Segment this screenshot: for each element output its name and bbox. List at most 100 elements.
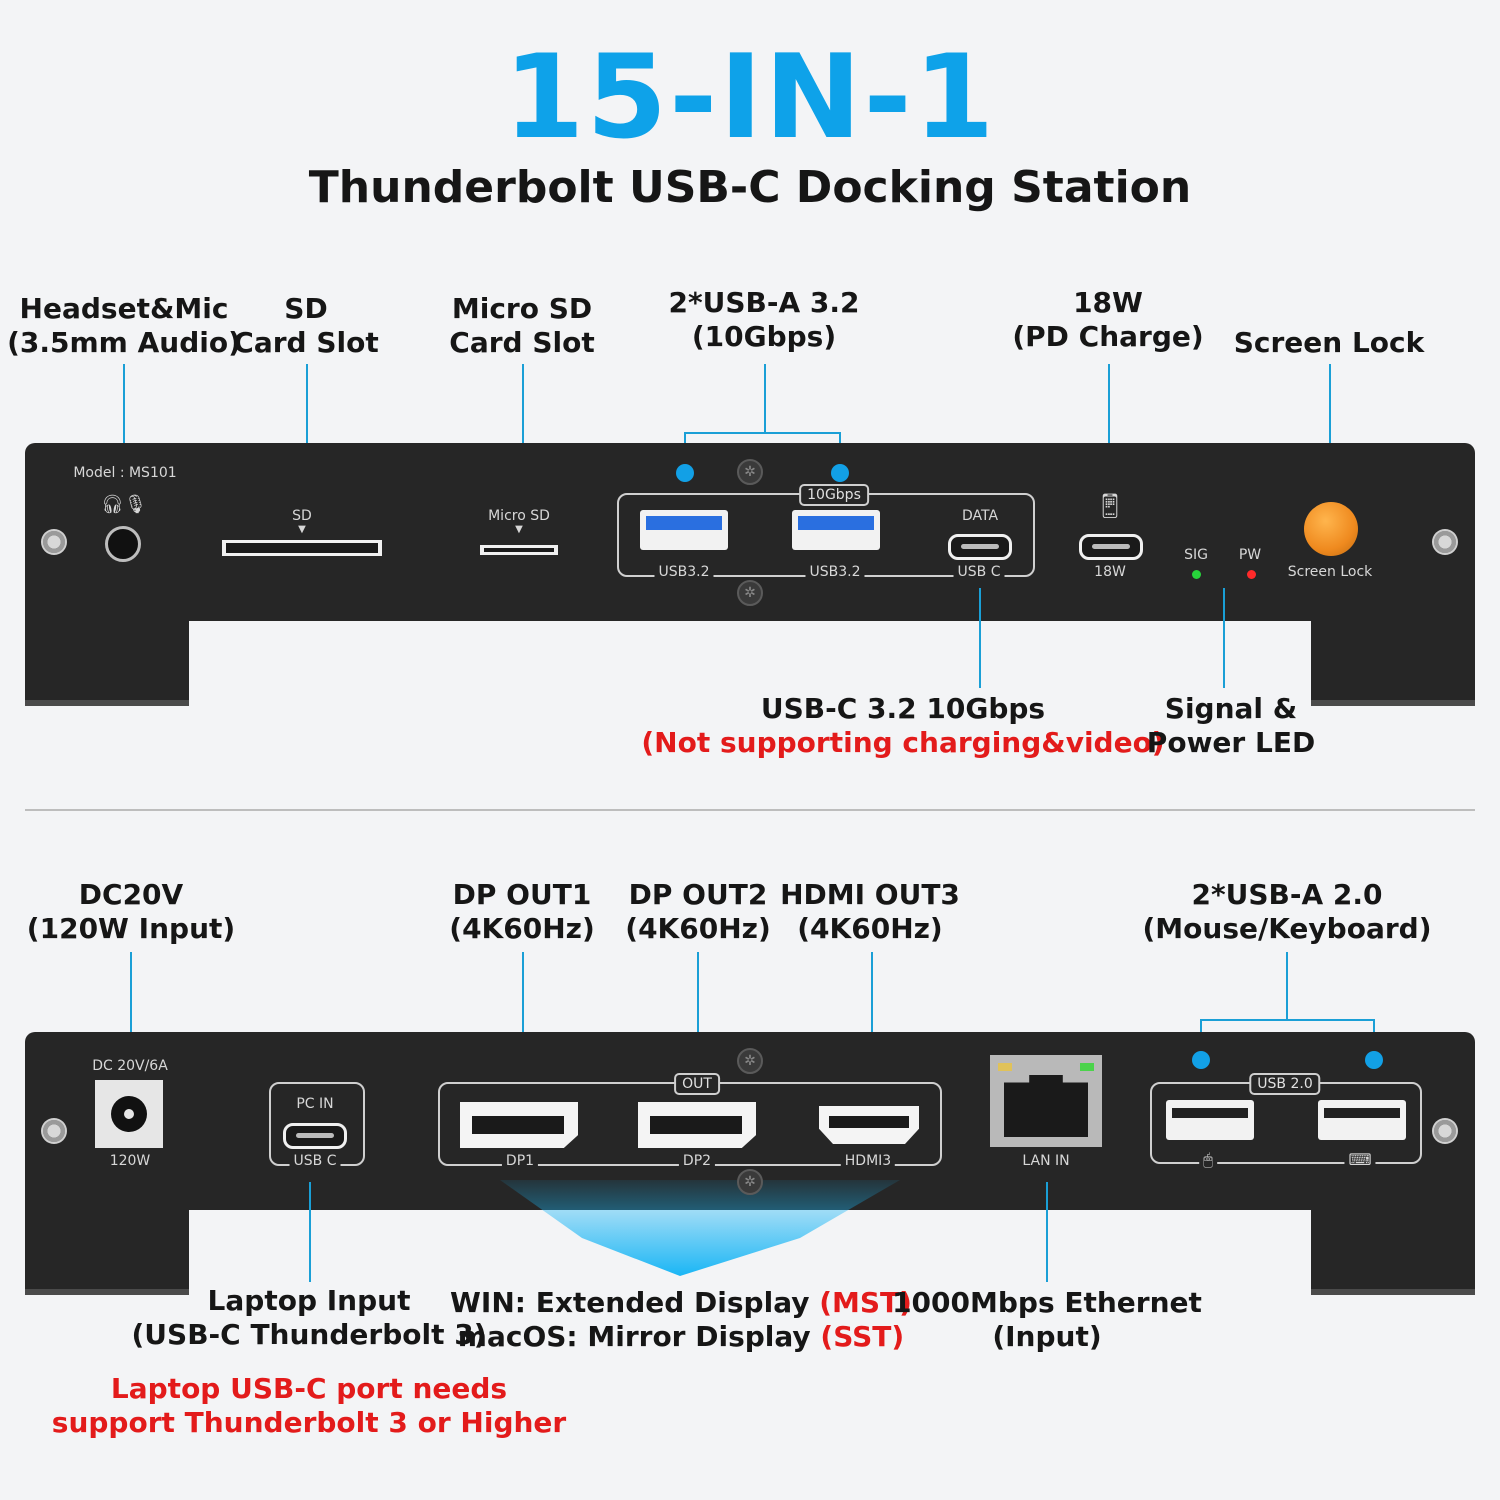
sig-led — [1192, 570, 1201, 579]
leader-laptop-input — [309, 1182, 311, 1282]
dp2-text: DP2 — [678, 1153, 716, 1169]
label-pd: 18W(PD Charge) — [1012, 286, 1204, 353]
audio-jack[interactable] — [105, 526, 141, 562]
leader-sd — [306, 364, 308, 462]
fan-screw-icon: ✲ — [737, 1048, 763, 1074]
usb-a-32-port-1[interactable] — [640, 510, 728, 550]
label-usbc-data: USB-C 3.2 10Gbps (Not supporting chargin… — [641, 692, 1165, 759]
usbc-text: USB C — [289, 1153, 341, 1169]
usb-c-pc-in-port[interactable] — [283, 1123, 347, 1149]
label-laptop-input: Laptop Input(USB-C Thunderbolt 3) — [131, 1284, 487, 1351]
label-usba32: 2*USB-A 3.2(10Gbps) — [668, 286, 860, 353]
label-dc: DC20V(120W Input) — [26, 878, 236, 945]
display-mode-arrow — [500, 1180, 900, 1276]
hdmi-out3-port[interactable] — [819, 1106, 919, 1144]
screen-lock-button[interactable] — [1304, 502, 1358, 556]
screw-icon — [1432, 1118, 1458, 1144]
leader-pd — [1108, 364, 1110, 462]
callout-dot — [831, 464, 849, 482]
leader-led — [1223, 588, 1225, 688]
sig-text: SIG — [1184, 547, 1208, 563]
leader-hdmi — [871, 952, 873, 1078]
sd-card-slot[interactable] — [222, 540, 382, 556]
out-tag: OUT — [674, 1073, 720, 1095]
screw-icon — [41, 1118, 67, 1144]
front-leg-right — [1311, 620, 1475, 706]
section-divider — [25, 809, 1475, 811]
dp-out2-port[interactable] — [638, 1102, 756, 1148]
arrow-down-icon: ▼ — [515, 524, 523, 535]
subtitle: Thunderbolt USB-C Docking Station — [308, 162, 1192, 213]
pcin-text: PC IN — [296, 1096, 334, 1112]
usbc-text: USB C — [953, 564, 1005, 580]
front-leg-left — [25, 620, 189, 706]
microsd-card-slot[interactable] — [480, 545, 558, 555]
dc-power-jack[interactable] — [95, 1080, 163, 1148]
microsd-text: Micro SD — [488, 508, 550, 524]
lan-port[interactable] — [990, 1055, 1102, 1147]
usb32-b-text: USB3.2 — [805, 564, 865, 580]
data-text: DATA — [961, 508, 999, 524]
pw-text: PW — [1238, 547, 1262, 563]
back-leg-right — [1311, 1209, 1475, 1295]
screw-icon — [41, 529, 67, 555]
usb-c-pd-port[interactable] — [1079, 534, 1143, 560]
callout-dot — [1192, 1051, 1210, 1069]
usb32-a-text: USB3.2 — [654, 564, 714, 580]
leader-dc — [130, 952, 132, 1076]
dp1-text: DP1 — [501, 1153, 539, 1169]
fan-screw-icon: ✲ — [737, 580, 763, 606]
leader-audio — [123, 364, 125, 490]
dp-out1-port[interactable] — [460, 1102, 578, 1148]
leader-ethernet — [1046, 1182, 1048, 1282]
leader-usba20-bar — [1200, 1019, 1374, 1021]
leader-usba20 — [1286, 952, 1288, 1019]
label-screen-lock: Screen Lock — [1233, 326, 1425, 359]
leader-dp1 — [522, 952, 524, 1078]
usb20-tag: USB 2.0 — [1249, 1073, 1321, 1095]
dc-spec-text: DC 20V/6A — [92, 1058, 168, 1074]
fan-screw-icon: ✲ — [737, 459, 763, 485]
leader-usba32 — [764, 364, 766, 432]
leader-dp2 — [697, 952, 699, 1078]
label-hdmi: HDMI OUT3(4K60Hz) — [780, 878, 960, 945]
w18-text: 18W — [1094, 564, 1126, 580]
label-audio: Headset&Mic(3.5mm Audio) — [7, 292, 241, 359]
phone-charge-icon: 📱︎ — [1094, 492, 1126, 520]
leader-usbc-data — [979, 588, 981, 688]
label-display-mode: WIN: Extended Display (MST) macOS: Mirro… — [450, 1286, 912, 1353]
leader-microsd — [522, 364, 524, 462]
leader-usba32-bar — [684, 432, 840, 434]
lan-text: LAN IN — [1022, 1153, 1070, 1169]
headset-mic-icon: 🎧︎🎙︎ — [101, 494, 147, 515]
pw-led — [1247, 570, 1256, 579]
usb-c-data-port[interactable] — [948, 534, 1012, 560]
usb-a-20-port-keyboard[interactable] — [1318, 1100, 1406, 1140]
model-text: Model : MS101 — [73, 465, 177, 481]
keyboard-icon: ⌨︎ — [1344, 1150, 1376, 1169]
usb-a-20-port-mouse[interactable] — [1166, 1100, 1254, 1140]
label-dp1: DP OUT1(4K60Hz) — [449, 878, 595, 945]
sd-text: SD — [292, 508, 312, 524]
label-led: Signal &Power LED — [1146, 692, 1316, 759]
back-leg-left — [25, 1209, 189, 1295]
arrow-down-icon: ▼ — [298, 524, 306, 535]
leader-lock — [1329, 364, 1331, 462]
hdmi3-text: HDMI3 — [840, 1153, 896, 1169]
w120-text: 120W — [109, 1153, 151, 1169]
label-ethernet: 1000Mbps Ethernet(Input) — [892, 1286, 1202, 1353]
screw-icon — [1432, 529, 1458, 555]
usb-a-32-port-2[interactable] — [792, 510, 880, 550]
label-usba20: 2*USB-A 2.0(Mouse/Keyboard) — [1142, 878, 1432, 945]
screen-lock-text: Screen Lock — [1287, 564, 1373, 580]
label-dp2: DP OUT2(4K60Hz) — [625, 878, 771, 945]
callout-dot — [1365, 1051, 1383, 1069]
callout-dot — [676, 464, 694, 482]
mouse-icon: 🖱︎ — [1199, 1150, 1217, 1170]
fan-screw-icon: ✲ — [737, 1169, 763, 1195]
gbps-tag: 10Gbps — [799, 484, 869, 506]
main-title: 15-IN-1 — [503, 30, 997, 165]
